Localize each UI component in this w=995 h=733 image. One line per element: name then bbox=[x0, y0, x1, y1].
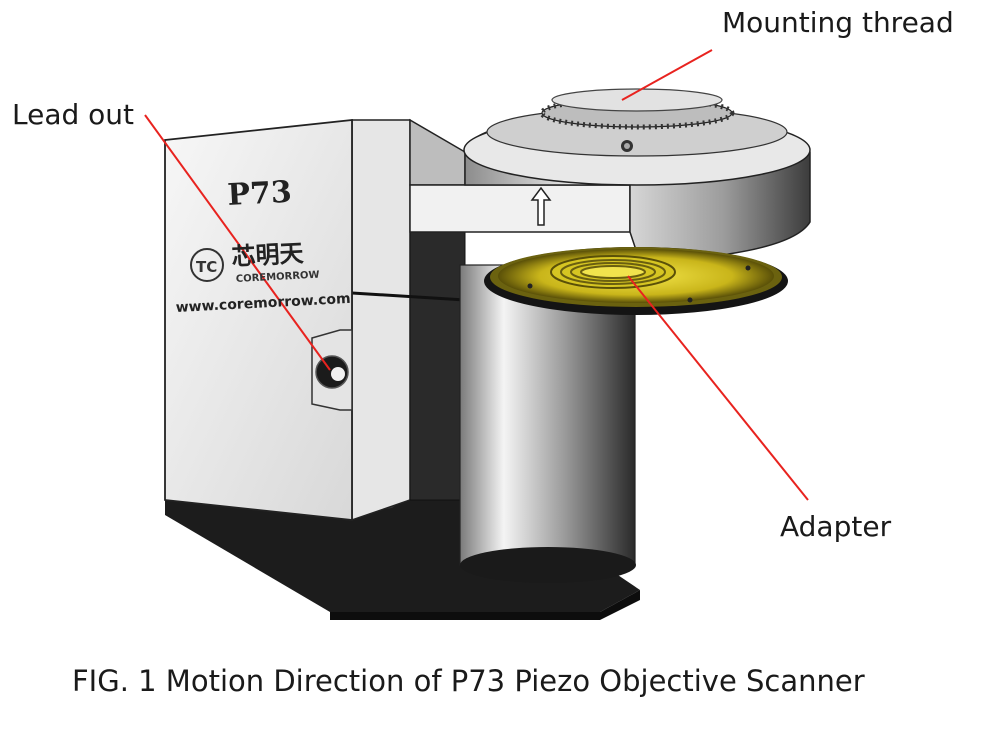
model-label: P73 bbox=[227, 175, 293, 213]
label-mounting-thread: Mounting thread bbox=[722, 6, 954, 39]
lead-out-connector bbox=[315, 355, 349, 389]
brand-cn-label: 芯明天 bbox=[231, 239, 304, 271]
lower-cylinder bbox=[459, 264, 636, 583]
leader-adapter bbox=[627, 275, 809, 501]
leader-lines bbox=[144, 49, 809, 501]
leader-lead-out bbox=[144, 114, 331, 371]
front-plate bbox=[164, 118, 353, 522]
top-ring bbox=[463, 88, 811, 263]
brand-en-label: COREMORROW bbox=[236, 270, 320, 285]
figure-caption: FIG. 1 Motion Direction of P73 Piezo Obj… bbox=[72, 664, 865, 698]
adapter bbox=[484, 247, 788, 315]
svg-text:TC: TC bbox=[196, 258, 217, 276]
leader-mounting-thread bbox=[621, 49, 713, 101]
label-lead-out: Lead out bbox=[12, 98, 135, 131]
vertical-body bbox=[351, 118, 466, 522]
brand-logo: TC bbox=[190, 248, 224, 282]
label-adapter: Adapter bbox=[780, 510, 892, 543]
